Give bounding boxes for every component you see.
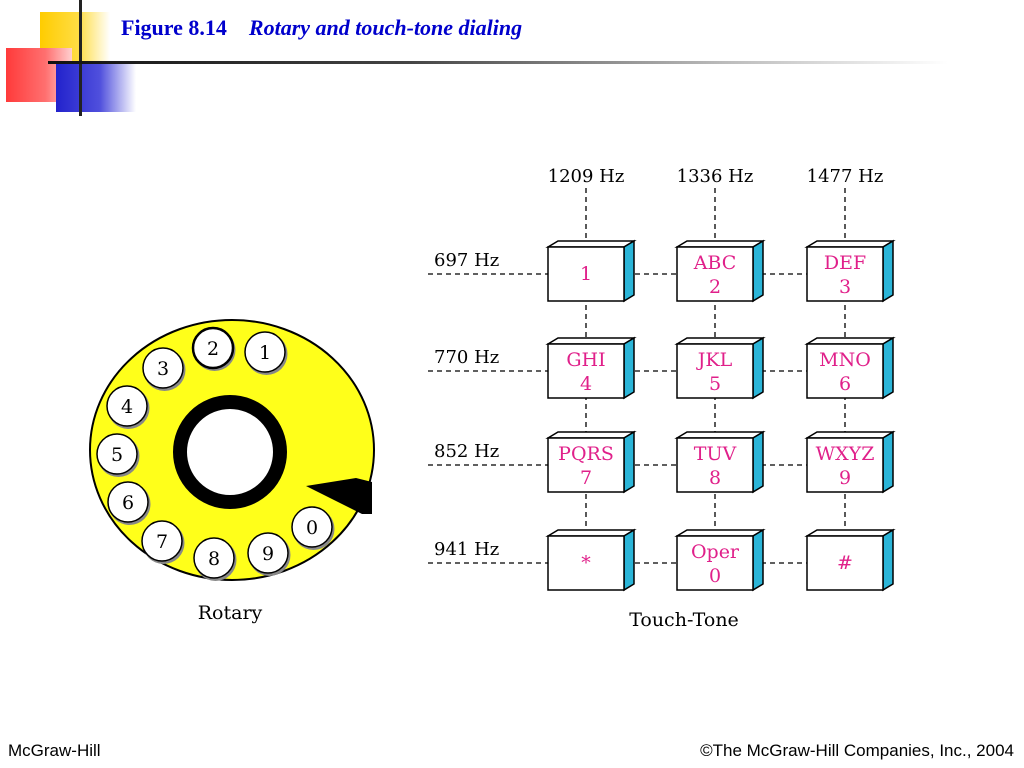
rotary-center-hub (173, 395, 287, 509)
keypad-key-digit: 4 (580, 373, 592, 395)
keypad-key-digit: 5 (709, 373, 721, 395)
rotary-digit: 3 (157, 358, 169, 380)
row-frequency-label: 697 Hz (434, 250, 499, 271)
keypad-key-label: * (581, 552, 591, 574)
keypad-key-digit: 2 (709, 276, 721, 298)
rotary-digit: 1 (259, 342, 271, 364)
rotary-finger-stop (306, 478, 372, 514)
footer-copyright: ©The McGraw-Hill Companies, Inc., 2004 (700, 741, 1014, 760)
keypad-key: # (804, 528, 896, 592)
figure-title: Rotary and touch-tone dialing (248, 15, 523, 40)
rotary-digit: 2 (207, 338, 219, 360)
rotary-label: Rotary (198, 602, 263, 624)
row-frequency-label: 852 Hz (434, 441, 499, 462)
keypad-key-digit: 3 (839, 276, 851, 298)
keypad-key-letters: ABC (693, 252, 737, 274)
keypad-key-letters: DEF (824, 252, 866, 274)
rotary-digit: 6 (122, 492, 134, 514)
footer-publisher: McGraw-Hill (8, 741, 101, 760)
keypad-key-letters: TUV (694, 443, 737, 465)
rotary-digit: 0 (306, 517, 318, 539)
rotary-finger-hole: 6 (107, 481, 151, 525)
row-frequency-label: 941 Hz (434, 539, 499, 560)
rotary-digit: 8 (208, 548, 220, 570)
keypad-key: * (545, 528, 637, 592)
keypad-key-letters: Oper (691, 541, 740, 563)
keypad-key-letters: MNO (819, 349, 871, 371)
row-frequency-label: 770 Hz (434, 347, 499, 368)
rotary-finger-hole: 3 (142, 347, 186, 391)
rotary-finger-hole: 0 (291, 506, 335, 550)
rotary-digit: 5 (111, 444, 123, 466)
rotary-finger-hole: 8 (193, 537, 237, 581)
rotary-finger-hole: 7 (141, 520, 185, 564)
rotary-finger-hole: 5 (96, 433, 140, 477)
title-decoration-blue (56, 64, 136, 112)
keypad-key-digit: 0 (709, 565, 721, 587)
rotary-finger-hole: 1 (244, 331, 288, 375)
rotary-finger-hole: 2 (191, 326, 236, 371)
column-frequency-label: 1209 Hz (548, 166, 625, 187)
column-frequency-label: 1336 Hz (677, 166, 754, 187)
column-frequency-label: 1477 Hz (807, 166, 884, 187)
figure-number: Figure 8.14 (121, 15, 227, 40)
keypad-key-letters: GHI (566, 349, 605, 371)
touchtone-label: Touch-Tone (629, 609, 739, 631)
keypad-key-label: # (837, 552, 853, 574)
keypad-key-label: 1 (580, 263, 592, 285)
keypad-key: 1 (545, 239, 637, 303)
slide-title: Figure 8.14 Rotary and touch-tone dialing (121, 15, 522, 41)
rotary-finger-hole: 9 (247, 532, 291, 576)
keypad-key-digit: 6 (839, 373, 851, 395)
rotary-finger-hole: 4 (106, 385, 150, 429)
rotary-digit: 9 (262, 543, 274, 565)
keypad-key-letters: PQRS (558, 443, 614, 465)
rotary-digit: 7 (156, 531, 168, 553)
keypad-key-letters: JKL (696, 349, 733, 371)
title-underline (48, 61, 948, 64)
title-decoration-vertical-line (79, 0, 82, 116)
keypad-key-digit: 7 (580, 467, 592, 489)
keypad-key-letters: WXYZ (816, 443, 875, 465)
rotary-digit: 4 (121, 396, 133, 418)
keypad-key-digit: 8 (709, 467, 721, 489)
keypad-key-digit: 9 (839, 467, 851, 489)
